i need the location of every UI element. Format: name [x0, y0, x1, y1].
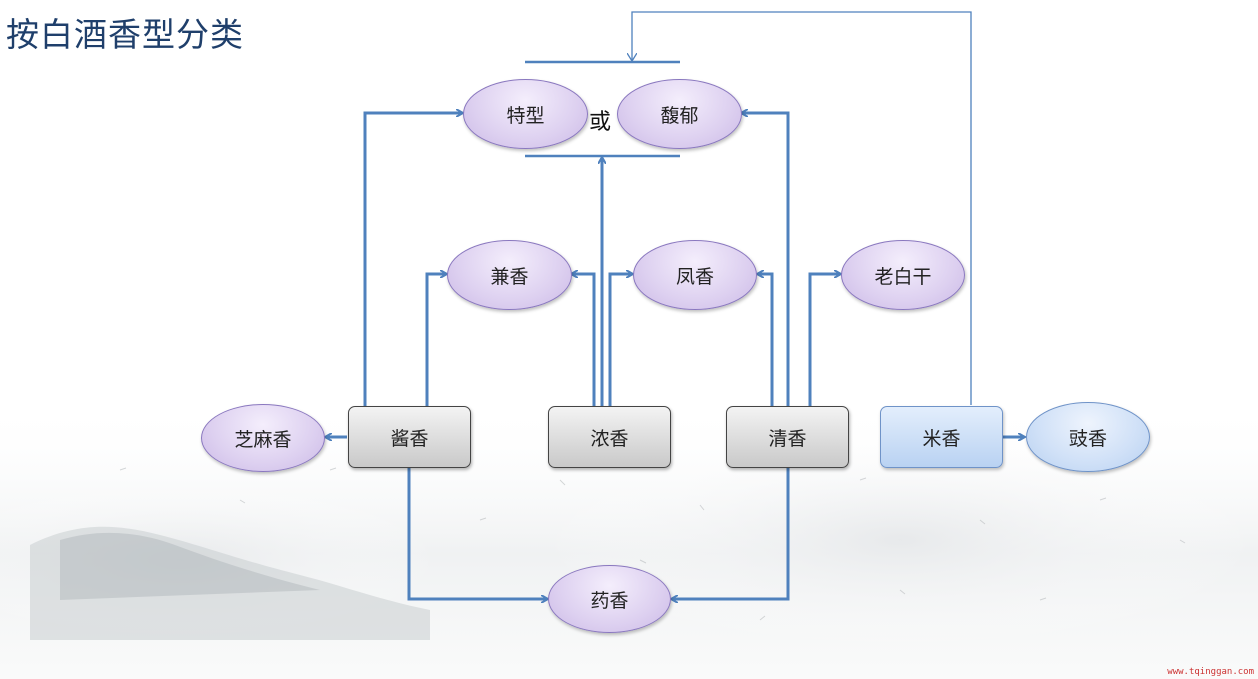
node-jiangxiang: 酱香	[348, 406, 471, 468]
node-qingxiang: 清香	[726, 406, 849, 468]
arrow-jiang-to-yaoxiang	[407, 468, 547, 599]
node-jianxiang-label: 兼香	[490, 265, 529, 288]
arrow-nong-to-fengxiang	[608, 274, 632, 407]
watermark: www.tqinggan.com	[1167, 667, 1254, 677]
arrow-qing-to-laobaigan	[808, 274, 840, 407]
arrow-mi-to-bracket	[632, 11, 972, 405]
node-fuyu: 馥郁	[617, 79, 742, 149]
arrow-jiang-to-jianxiang	[425, 274, 446, 407]
arrow-qing-to-fengxiang	[758, 274, 774, 407]
arrow-jiang-to-texing	[363, 113, 462, 407]
or-label: 或	[589, 110, 612, 135]
arrow-qing-to-fuyu	[742, 113, 790, 407]
node-jianxiang: 兼香	[447, 240, 572, 310]
node-zhimaxiang-label: 芝麻香	[234, 428, 292, 451]
node-qingxiang-label: 清香	[768, 427, 807, 450]
node-jiangxiang-label: 酱香	[390, 427, 429, 450]
node-fengxiang-label: 凤香	[675, 265, 714, 288]
arrow-nong-to-jianxiang	[572, 274, 596, 407]
page-title: 按白酒香型分类	[6, 15, 244, 54]
node-zhimaxiang: 芝麻香	[201, 404, 325, 472]
node-yaoxiang: 药香	[548, 565, 671, 633]
node-laobaigan: 老白干	[841, 240, 965, 310]
node-texing: 特型	[463, 79, 588, 149]
node-mixiang: 米香	[880, 406, 1003, 468]
node-fuyu-label: 馥郁	[660, 104, 699, 127]
node-nongxiang-label: 浓香	[590, 427, 629, 450]
arrow-qing-to-yaoxiang	[672, 468, 790, 599]
node-chixiang-label: 豉香	[1068, 427, 1107, 450]
node-chixiang: 豉香	[1026, 402, 1150, 472]
node-yaoxiang-label: 药香	[590, 589, 629, 612]
node-nongxiang: 浓香	[548, 406, 671, 468]
node-fengxiang: 凤香	[633, 240, 757, 310]
node-mixiang-label: 米香	[922, 427, 961, 450]
node-texing-label: 特型	[506, 104, 545, 127]
node-laobaigan-label: 老白干	[874, 265, 932, 288]
